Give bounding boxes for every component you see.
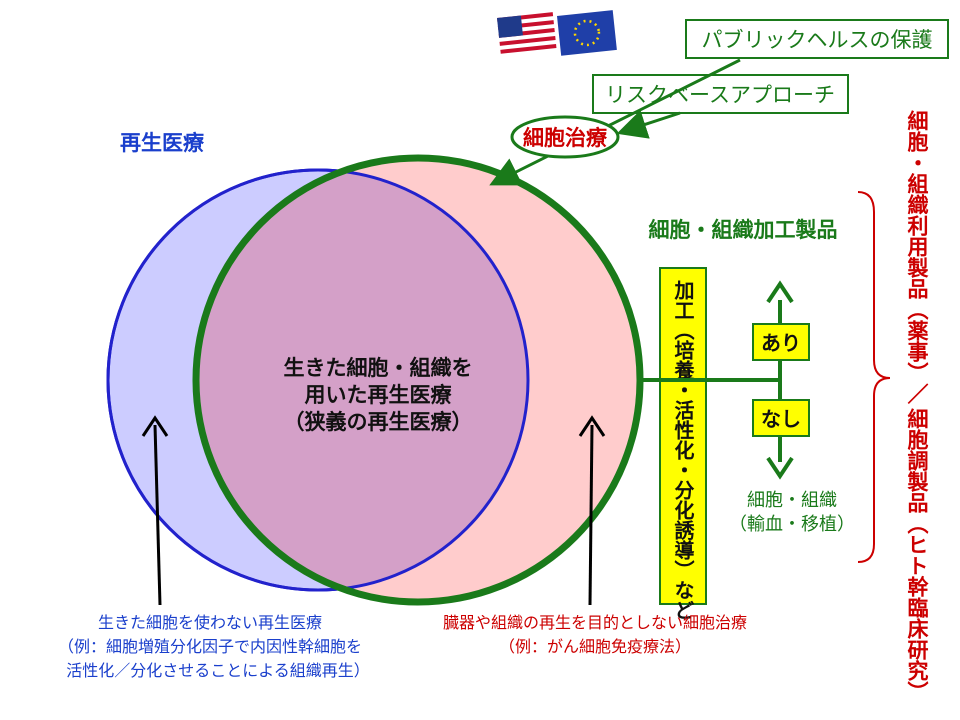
no-box bbox=[752, 399, 810, 437]
public-health-box bbox=[685, 19, 949, 59]
processing-box bbox=[659, 267, 707, 605]
bottom-left-line-1: 生きた細胞を使わない再生医療 bbox=[98, 613, 322, 632]
no-label: なし bbox=[761, 407, 801, 431]
right-vertical-line-1: 細胞・組織利用製品︵薬事︶／ bbox=[905, 109, 930, 404]
center-line-2: 用いた再生医療 bbox=[305, 383, 453, 407]
eu-flag-icon bbox=[557, 10, 617, 56]
right-brace bbox=[857, 191, 891, 563]
arrow-risk-based bbox=[616, 110, 681, 139]
arrow-bottom-right-head bbox=[578, 415, 606, 437]
arrow-bottom-left bbox=[153, 424, 162, 606]
yes-label: あり bbox=[761, 331, 801, 355]
cell-therapy-ellipse bbox=[510, 115, 620, 159]
bottom-right-line-1: 臓器や組織の再生を目的としない細胞治療 bbox=[443, 613, 747, 632]
cell-therapy-label: 細胞治療 bbox=[523, 126, 608, 150]
overlap-region bbox=[196, 170, 528, 590]
transfusion-line-1: 細胞・組織 bbox=[747, 490, 837, 511]
regenerative-medicine-label: 再生医療 bbox=[120, 131, 205, 155]
arrow-bottom-right bbox=[588, 424, 594, 606]
us-flag-icon bbox=[496, 12, 557, 56]
risk-based-box bbox=[592, 74, 849, 114]
transfusion-line-2: （輸血・移植） bbox=[729, 514, 855, 535]
center-line-3: （狭義の再生医療） bbox=[284, 410, 473, 434]
risk-based-label: リスクベースアプローチ bbox=[605, 83, 835, 107]
arrow-bottom-left-head bbox=[141, 415, 169, 437]
bottom-left-line-2: （例：細胞増殖分化因子で内因性幹細胞を bbox=[58, 637, 362, 656]
cell-tissue-products-label: 細胞・組織加工製品 bbox=[649, 218, 838, 242]
bottom-right-line-2: （例：がん細胞免疫療法） bbox=[499, 637, 691, 656]
blue-circle-outline bbox=[106, 168, 530, 592]
branch-up-head bbox=[766, 280, 794, 304]
bottom-left-line-3: 活性化／分化させることによる組織再生） bbox=[66, 661, 370, 680]
processing-vertical-label: 加工︵培養・活性化・分化誘導︶など bbox=[671, 280, 695, 620]
center-line-1: 生きた細胞・組織を bbox=[284, 356, 473, 380]
public-health-label: パブリックヘルスの保護 bbox=[702, 28, 933, 52]
branch-down-head bbox=[766, 456, 794, 480]
yes-box bbox=[752, 323, 810, 361]
right-vertical-line-2: 細胞調製品︵ヒト幹臨床研究︶ bbox=[905, 407, 930, 702]
